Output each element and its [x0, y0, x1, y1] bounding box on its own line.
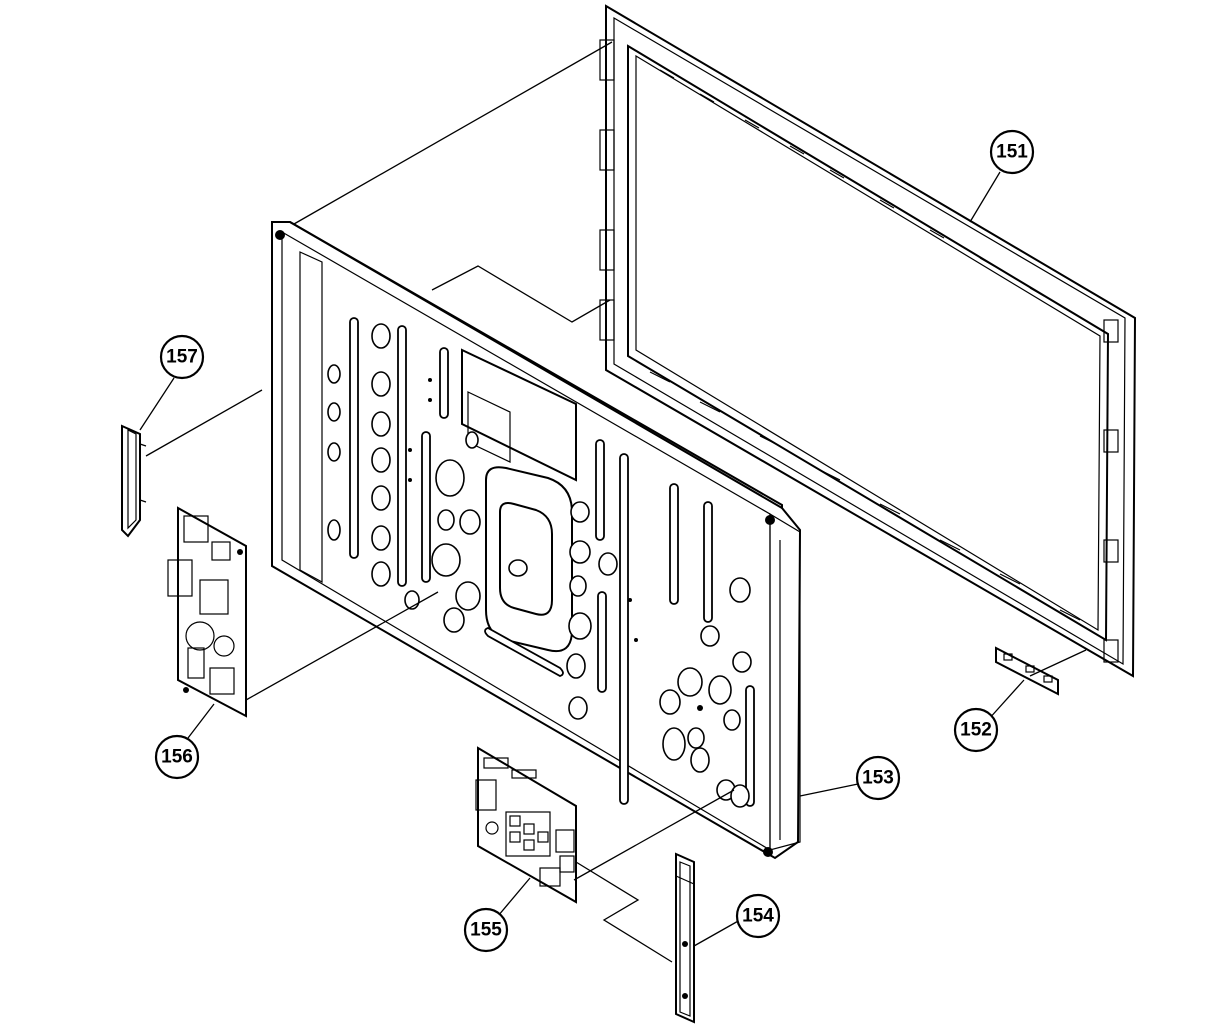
leader-lines — [139, 41, 1087, 963]
chassis-panel — [271, 221, 802, 860]
callout-label-153: 153 — [862, 768, 894, 789]
signal-board-155 — [475, 746, 577, 904]
callout-153: 153 — [855, 755, 901, 801]
callout-151: 151 — [989, 129, 1035, 175]
side-bracket-157 — [121, 424, 147, 538]
callout-label-156: 156 — [161, 747, 193, 768]
callout-label-152: 152 — [960, 720, 992, 741]
callout-155: 155 — [463, 907, 509, 953]
callout-157: 157 — [159, 334, 205, 380]
callout-label-155: 155 — [470, 920, 502, 941]
power-board-156 — [167, 506, 247, 718]
callout-label-154: 154 — [742, 906, 774, 927]
front-bezel-frame — [599, 4, 1137, 678]
callout-152: 152 — [953, 707, 999, 753]
callout-label-157: 157 — [166, 347, 198, 368]
small-board-152 — [995, 646, 1059, 696]
terminal-strip-154 — [675, 852, 695, 1024]
callout-154: 154 — [735, 893, 781, 939]
callout-label-151: 151 — [996, 142, 1028, 163]
callout-156: 156 — [154, 734, 200, 780]
